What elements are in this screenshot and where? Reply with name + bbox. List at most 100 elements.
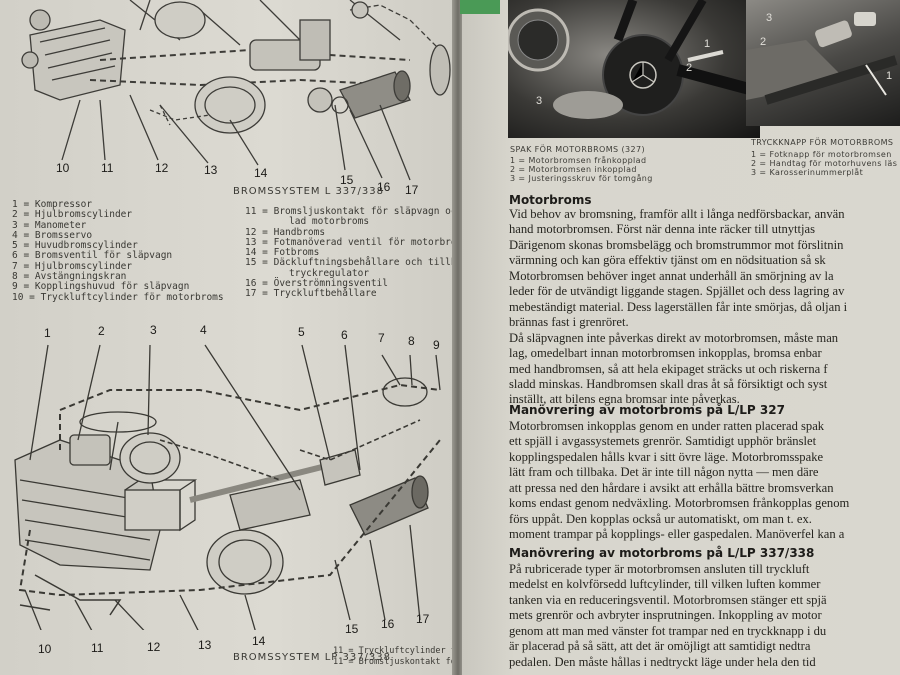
bottom-label-3: 3 [150,323,157,337]
photo1-caption-title: SPAK FÖR MOTORBROMS (327) [510,145,645,154]
bottom-legend-partial-2: 11 = Bromsljuskontakt för släpvagn [333,657,455,667]
photo2-caption-item: 3 = Karosserinummerplåt [751,168,864,177]
body-line: mebeständigt material. Dess lagerställen… [509,299,848,314]
section1-body: Vid behov av bromsning, framför allt i l… [509,207,847,408]
legend-item: 6 = Bromsventil för släpvagn [12,250,173,262]
bottom-label-1: 1 [44,326,51,340]
section-heading-l-lp-337-338: Manövrering av motorbroms på L/LP 337/33… [509,546,815,560]
bottom-legend-partial-1: 11 = Tryckluftcylinder för motorbroms [333,646,455,656]
top-label-16: 16 [377,180,391,194]
bottom-label-8: 8 [408,334,415,348]
body-line: genom att man med vänster fot trampar ne… [509,623,827,638]
legend-item: 3 = Manometer [12,219,87,231]
legend-item: 9 = Kopplingshuvud för släpvagn [12,281,190,293]
section2-body: Motorbromsen inkopplas genom en under ra… [509,419,849,543]
legend-item: 4 = Bromsservo [12,229,93,241]
photo2-label-3: 3 [766,12,773,24]
photo2-caption-title: TRYCKKNAPP FÖR MOTORBROMS [751,138,894,147]
section-heading-motorbroms: Motorbroms [509,193,592,207]
bottom-brake-system-diagram [14,344,441,630]
bottom-label-16: 16 [381,617,395,631]
top-label-10: 10 [56,161,70,175]
legend-item: tryckregulator [289,267,370,279]
body-line: leder för de utvändigt liggande stagen. … [509,284,845,299]
photo2-caption-item: 1 = Fotknapp för motorbromsen [751,150,892,159]
body-line: lag, omedelbart innan motorbromsen inkop… [509,346,822,361]
top-label-17: 17 [405,183,419,197]
body-line: att pressa ned den hårdare i avsikt att … [509,480,834,495]
body-line: mets grenrör och avbryter insprutningen.… [509,608,822,623]
legend-item: 8 = Avstängningskran [12,271,127,283]
legend-item: 7 = Hjulbromscylinder [12,260,133,272]
body-line: medelst en kolvförsedd luftcylinder, til… [509,577,821,592]
body-line: med handbromsen, så att hela ekipaget st… [509,361,828,376]
body-line: brännas fast i grenröret. [509,315,629,330]
bottom-label-13: 13 [198,638,212,652]
legend-left: 1 = Kompressor 2 = Hjulbromscylinder 3 =… [12,199,224,303]
top-diagram-caption: BROMSSYSTEM L 337/338 [233,186,384,197]
body-line: moment trampar på kopplings- eller gaspe… [509,527,845,542]
body-line: Därigenom skonas bromsbelägg och bromstr… [509,237,844,252]
book-gutter [452,0,464,675]
photo-dashboard-lever: 2 3 1 [508,0,760,138]
section3-body: På rubricerade typer är motorbromsen ans… [509,562,827,670]
photo-foot-button: 3 2 1 [746,0,900,126]
body-line: Motorbromsen inkopplas genom en under ra… [509,419,825,433]
right-page: 2 3 1 3 2 1 SPAK FÖR MOTORBROMS (327) 1 … [462,0,900,675]
bottom-label-9: 9 [433,338,440,352]
legend-item: 17 = Tryckluftbehållare [245,288,377,300]
body-line: På rubricerade typer är motorbromsen ans… [509,562,810,576]
body-line: koms endast genom nedväxling. Motorbroms… [509,496,850,511]
legend-item: 10 = Tryckluftcylinder för motorbroms [12,291,224,303]
legend-item: 1 = Kompressor [12,199,93,210]
body-line: kopplingspedalen hålls kvar i sitt övre … [509,449,824,464]
top-label-15: 15 [340,173,354,187]
photo1-label-1: 1 [704,38,711,50]
bottom-label-2: 2 [98,324,105,338]
photo1-caption-item: 1 = Motorbromsen frånkopplad [510,156,647,165]
body-line: lätt fram och tillbaka. Det är inte till… [509,465,819,480]
bottom-label-11: 11 [91,641,104,655]
top-brake-system-diagram [21,0,451,181]
section-heading-l-lp-327: Manövrering av motorbroms på L/LP 327 [509,403,785,417]
body-line: ett spjäll i avgassystemets grenrör. Sam… [509,434,817,449]
photo1-caption-item: 3 = Justeringsskruv för tomgång [510,174,653,183]
photo1-label-3: 3 [536,95,543,107]
body-line: värmning och kan göra effektiv tjänst om… [509,253,826,268]
body-line: hand motorbromsen. Först när denna inte … [509,222,816,237]
body-line: Vid behov av bromsning, framför allt i l… [509,207,845,221]
photo2-label-2: 2 [760,36,767,48]
bottom-label-12: 12 [147,640,161,654]
top-label-14: 14 [254,166,268,180]
legend-item: 5 = Huvudbromscylinder [12,240,138,252]
tablecloth-corner [460,0,500,14]
legend-item: 2 = Hjulbromscylinder [12,209,133,221]
body-line: pedalen. Den måste hållas i nedtryckt lä… [509,654,816,669]
bottom-label-7: 7 [378,331,385,345]
legend-item: 11 = Bromsljuskontakt för släpvagn och [245,206,455,217]
photo-foot-button-drawing [746,12,898,105]
legend-item: lad motorbroms [289,216,370,228]
bottom-label-14: 14 [252,634,266,648]
body-line: Då släpvagnen inte påverkas direkt av mo… [509,330,839,345]
legend-item: 13 = Fotmanöverad ventil för motorbroms [245,236,455,248]
body-line: förs uppåt. Den kopplas också ur automat… [509,511,812,526]
body-line: sladd minskas. Handbromsen skall dras åt… [509,376,828,391]
bottom-label-5: 5 [298,325,305,339]
legend-item: 14 = Fotbroms [245,247,320,259]
legend-item: 12 = Handbroms [245,226,326,238]
top-label-13: 13 [204,163,218,177]
bottom-diagram-caption: BROMSSYSTEM LP 337/338 [233,652,392,663]
photo1-label-2: 2 [686,62,693,74]
legend-item: 16 = Överströmningsventil [245,278,388,290]
bottom-label-15: 15 [345,622,359,636]
body-line: tanken via en reduceringsventil. Motorbr… [509,592,827,607]
bottom-label-17: 17 [416,612,430,626]
photo1-caption-item: 2 = Motorbromsen inkopplad [510,165,637,174]
left-page: 10 11 12 13 14 15 16 17 BROMSSYSTEM L 33… [0,0,455,675]
bottom-label-10: 10 [38,642,52,656]
body-line: inställt, att bilens egna bromsar inte p… [509,392,740,407]
legend-item: 15 = Däckluftningsbehållare och tillhör. [245,257,455,269]
photo2-caption-item: 2 = Handtag för motorhuvens läs [751,159,898,168]
bottom-label-4: 4 [200,323,207,337]
